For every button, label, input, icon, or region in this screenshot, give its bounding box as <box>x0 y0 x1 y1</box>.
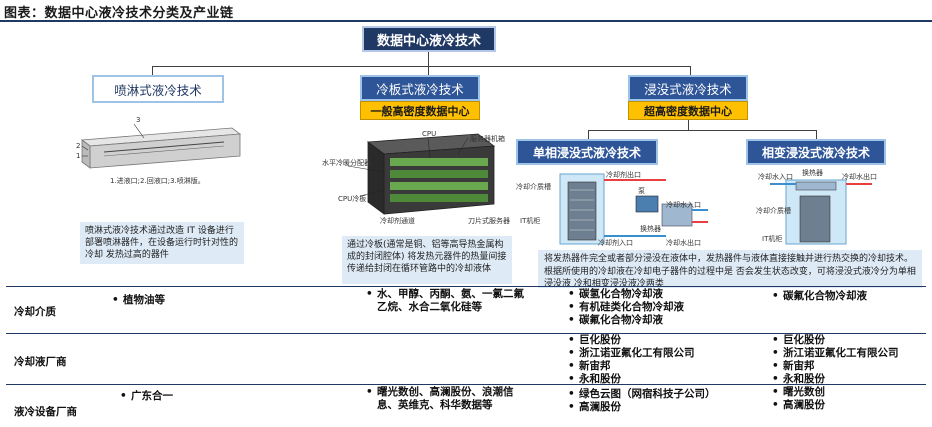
figure-label: 冷却介质槽 <box>516 183 551 191</box>
figure-label: 水平冷暖分配器 <box>322 159 371 167</box>
description-immersion: 将发热器件完全或者部分浸没在液体中，发热器件与液体直接接触并进行热交换的冷却技术… <box>538 250 922 289</box>
cold-plate-figure: CPU 服务器机箱 水平冷暖分配器 CPU冷板 冷却剂通道 刀片式服务器 <box>318 124 518 230</box>
list-item: 浙江诺亚氟化工有限公司 <box>770 347 930 360</box>
phase-change-figure: 换热器 冷却水入口 冷却水出口 冷却介质槽 IT机柜 <box>756 166 886 248</box>
cell-single-phase-medium: 碳氢化合物冷却液 有机硅类化合物冷却液 碳氟化合物冷却液 <box>566 288 766 327</box>
figure-label: 3 <box>136 116 141 124</box>
spray-server-figure: 3 2 1 1.进液口;2.回液口;3.喷淋版。 <box>74 116 244 196</box>
figure-label: 泵 <box>638 187 645 195</box>
list-item: 曙光数创 <box>770 386 930 399</box>
root-node: 数据中心液冷技术 <box>362 26 496 52</box>
cell-single-phase-equipment: 绿色云图（网宿科技子公司） 高澜股份 <box>566 388 766 414</box>
list-item: 浙江诺亚氟化工有限公司 <box>566 347 766 360</box>
figure-label: 冷却水入口 <box>758 173 793 181</box>
page-title: 图表：数据中心液冷技术分类及产业链 <box>4 6 234 21</box>
connector <box>588 130 816 131</box>
list-item: 碳氟化合物冷却液 <box>770 290 930 303</box>
tag-cold-plate: 一般高密度数据中心 <box>360 101 480 120</box>
subcategory-single-phase: 单相浸没式液冷技术 <box>516 139 658 165</box>
row-label-coolant-vendors: 冷却液厂商 <box>14 356 67 368</box>
figure-label: 1 <box>76 152 81 160</box>
figure-label: 2 <box>76 142 81 150</box>
header-divider <box>0 20 932 22</box>
figure-label: 冷却水入口 <box>666 201 701 209</box>
list-item: 高澜股份 <box>770 399 930 412</box>
list-item: 广东合一 <box>118 390 278 403</box>
cell-single-phase-vendors: 巨化股份 浙江诺亚氟化工有限公司 新宙邦 永和股份 <box>566 334 766 386</box>
figure-label: CPU <box>422 130 437 138</box>
figure-label: 冷却剂入口 <box>598 239 633 247</box>
list-item: 绿色云图（网宿科技子公司） <box>566 388 766 401</box>
cell-phase-change-medium: 碳氟化合物冷却液 <box>770 290 930 303</box>
figure-label: IT机柜 <box>762 235 783 243</box>
list-item: 巨化股份 <box>770 334 930 347</box>
figure-label: 冷却介质槽 <box>756 207 791 215</box>
figure-label: 冷却剂出口 <box>606 171 641 179</box>
single-phase-illustration <box>559 173 708 245</box>
figure-label: 服务器机箱 <box>470 135 505 143</box>
row-label-coolant-medium: 冷却介质 <box>14 306 56 318</box>
connector <box>816 130 817 139</box>
cell-spray-equipment: 广东合一 <box>118 390 278 403</box>
list-item: 新宙邦 <box>770 360 930 373</box>
list-item: 植物油等 <box>110 294 270 307</box>
cell-cold-plate-medium: 水、甲醇、丙酮、氨、一氯二氟乙烷、水合二氧化硅等 <box>364 288 524 314</box>
figure-label: 换热器 <box>802 169 823 177</box>
figure-caption: 1.进液口;2.回液口;3.喷淋版。 <box>110 177 205 185</box>
category-immersion: 浸没式液冷技术 <box>628 75 748 101</box>
row-label-equipment-vendors: 液冷设备厂商 <box>14 406 77 418</box>
cell-cold-plate-equipment: 曙光数创、高澜股份、浪潮信息、英维克、科华数据等 <box>364 386 514 412</box>
table-divider <box>6 384 926 385</box>
list-item: 曙光数创、高澜股份、浪潮信息、英维克、科华数据等 <box>364 386 514 412</box>
figure-label: IT机柜 <box>520 217 541 225</box>
connector <box>428 52 429 66</box>
list-item: 永和股份 <box>770 373 930 386</box>
phase-change-illustration <box>770 179 872 245</box>
list-item: 巨化股份 <box>566 334 766 347</box>
description-spray: 喷淋式液冷技术通过改造 IT 设备进行部署喷淋器件，在设备运行时针对性的冷却 发… <box>80 222 244 264</box>
list-item: 碳氟化合物冷却液 <box>566 314 766 327</box>
category-cold-plate: 冷板式液冷技术 <box>360 75 480 101</box>
tag-immersion: 超高密度数据中心 <box>628 101 748 120</box>
connector <box>152 66 690 67</box>
connector <box>688 120 689 130</box>
list-item: 有机硅类化合物冷却液 <box>566 301 766 314</box>
list-item: 永和股份 <box>566 373 766 386</box>
cell-spray-medium: 植物油等 <box>110 294 270 307</box>
table-divider <box>6 333 926 334</box>
connector <box>428 66 429 75</box>
cell-phase-change-vendors: 巨化股份 浙江诺亚氟化工有限公司 新宙邦 永和股份 <box>770 334 930 386</box>
cold-plate-illustration <box>347 133 496 215</box>
connector <box>588 130 589 139</box>
figure-label: CPU冷板 <box>338 195 367 203</box>
figure-label: 换热器 <box>640 225 661 233</box>
connector <box>690 66 691 75</box>
figure-label: 冷却水出口 <box>842 173 877 181</box>
list-item: 新宙邦 <box>566 360 766 373</box>
table-divider <box>6 286 926 287</box>
figure-label: 刀片式服务器 <box>468 217 510 225</box>
subcategory-phase-change: 相变浸没式液冷技术 <box>746 139 886 165</box>
category-spray: 喷淋式液冷技术 <box>92 75 224 103</box>
cell-phase-change-equipment: 曙光数创 高澜股份 <box>770 386 930 412</box>
list-item: 高澜股份 <box>566 401 766 414</box>
figure-label: 冷却水出口 <box>666 239 701 247</box>
spray-server-illustration <box>80 123 242 169</box>
list-item: 水、甲醇、丙酮、氨、一氯二氟乙烷、水合二氧化硅等 <box>364 288 524 314</box>
description-cold-plate: 通过冷板(通常是铜、铝等高导热金属构成的封闭腔体) 将发热元器件的热量间接传递给… <box>342 236 512 284</box>
figure-label: 冷却剂通道 <box>380 217 415 225</box>
single-phase-figure: 冷却介质槽 冷却剂出口 泵 换热器 IT机柜 冷却水入口 冷却剂入口 冷却水出口 <box>516 166 712 248</box>
list-item: 碳氢化合物冷却液 <box>566 288 766 301</box>
connector <box>152 66 153 75</box>
